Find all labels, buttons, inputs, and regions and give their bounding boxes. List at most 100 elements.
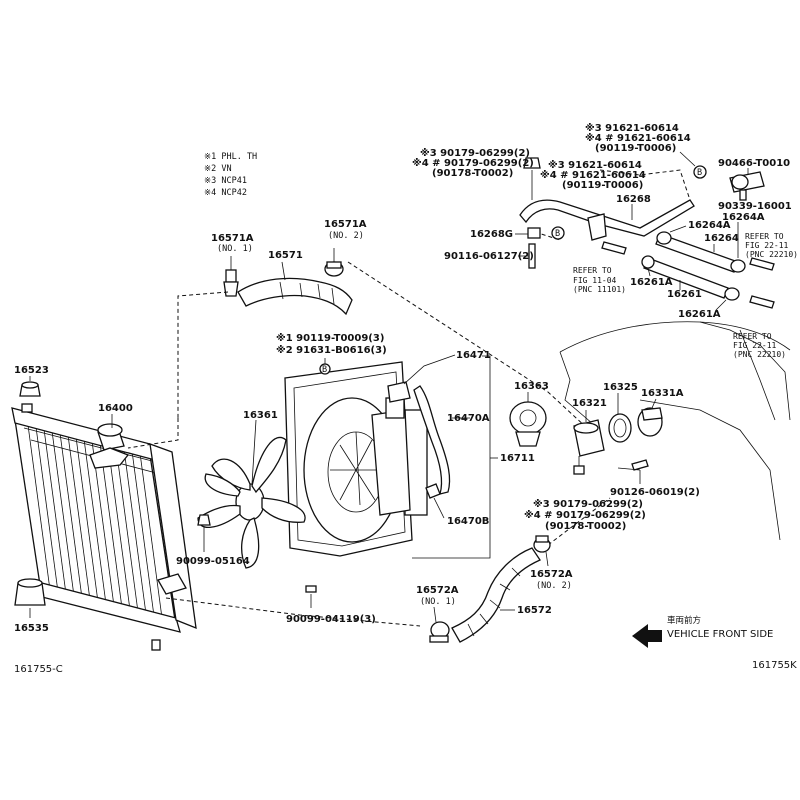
- part-16571A-no2[interactable]: 16571A (NO. 2): [324, 219, 367, 277]
- part-16535[interactable]: 16535: [14, 578, 49, 634]
- part-90126-06019[interactable]: 90126-06019(2): [610, 459, 700, 498]
- label-90466-T0010: 90466-T0010: [718, 158, 790, 169]
- part-16523[interactable]: 16523: [14, 365, 49, 397]
- ref-fig-22-11-a-3: (PNC 22210): [745, 250, 798, 259]
- direction-en: VEHICLE FRONT SIDE: [667, 629, 773, 640]
- label-16264A-top: 16264A: [688, 220, 731, 231]
- label-16572A-no1: 16572A: [416, 585, 459, 596]
- callout-mid-right-2: ※4 # 91621-60614: [540, 169, 646, 181]
- label-16268G: 16268G: [470, 229, 513, 240]
- legend-note-1: ※1 PHL. TH: [204, 152, 257, 162]
- callout-lower-1: ※3 90179-06299(2): [533, 498, 643, 510]
- label-16470A: 16470A: [447, 413, 490, 424]
- ref-fig-11-04[interactable]: REFER TO FIG 11-04 (PNC 11101): [573, 266, 626, 294]
- callout-top-left[interactable]: ※3 90179-06299(2) ※4 # 90179-06299(2) (9…: [412, 147, 534, 179]
- callout-top-left-3: (90178-T0002): [432, 168, 513, 179]
- part-bolt-near-16321[interactable]: [573, 456, 585, 475]
- part-16325[interactable]: 16325: [603, 382, 638, 443]
- ref-fig-22-11-b-2: FIG 22-11: [733, 341, 777, 350]
- legend-note-2: ※2 VN: [204, 164, 232, 174]
- callout-top-right[interactable]: ※3 91621-60614 ※4 # 91621-60614 (90119-T…: [585, 122, 696, 167]
- label-90339-16001: 90339-16001: [718, 201, 792, 212]
- ref-fig-11-04-2: FIG 11-04: [573, 276, 617, 285]
- callout-top-right-1: ※3 91621-60614: [585, 122, 679, 134]
- label-16400[interactable]: 16400: [98, 403, 133, 414]
- marker-b-top: B: [697, 168, 702, 178]
- part-16331A[interactable]: 16331A: [637, 388, 684, 437]
- marker-b-group[interactable]: B B: [551, 165, 707, 240]
- label-16572: 16572: [517, 605, 552, 616]
- label-16321: 16321: [572, 398, 607, 409]
- label-16361: 16361: [243, 410, 278, 421]
- label-16264: 16264: [704, 233, 739, 244]
- label-16572A-no2: 16572A: [530, 569, 573, 580]
- direction-jp: 車両前方: [667, 615, 701, 626]
- callout-mid-right[interactable]: ※3 91621-60614 ※4 # 91621-60614 (90119-T…: [540, 159, 646, 191]
- label-16261: 16261: [667, 289, 702, 300]
- label-16471: 16471: [456, 350, 491, 361]
- part-16572A-no2[interactable]: 16572A (NO. 2): [530, 535, 573, 591]
- label-16571A-no2: 16571A: [324, 219, 367, 230]
- ref-fig-22-11-a-2: FIG 22-11: [745, 241, 789, 250]
- label-16571: 16571: [268, 250, 303, 261]
- fan-shroud-16711[interactable]: [284, 361, 428, 557]
- part-16261A-top[interactable]: 16261A: [630, 255, 673, 288]
- callout-mid-right-1: ※3 91621-60614: [548, 159, 642, 171]
- part-16572A-no1[interactable]: 16572A (NO. 1): [416, 585, 459, 643]
- callout-fan-bolts[interactable]: ※1 90119-T0009(3) ※2 91631-B0616(3) B: [276, 332, 387, 375]
- label-16363: 16363: [514, 381, 549, 392]
- label-16535: 16535: [14, 623, 49, 634]
- part-16572[interactable]: 16572: [451, 547, 552, 643]
- label-90099-05164: 90099-05164: [176, 556, 250, 567]
- callout-fan-bolts-1: ※1 90119-T0009(3): [276, 332, 384, 344]
- label-16261A-bot: 16261A: [678, 309, 721, 320]
- part-16264A-mid[interactable]: 16264A: [722, 212, 765, 273]
- ref-fig-22-11-b-3: (PNC 22210): [733, 350, 786, 359]
- ref-fig-11-04-1: REFER TO: [573, 266, 612, 275]
- fan-16361[interactable]: 16361: [197, 410, 306, 569]
- part-16471[interactable]: 16471: [403, 350, 491, 385]
- legend-note-3: ※3 NCP41: [204, 176, 247, 186]
- ref-fig-22-11-b[interactable]: REFER TO FIG 22-11 (PNC 22210): [733, 332, 786, 359]
- legend-notes: ※1 PHL. TH ※2 VN ※3 NCP41 ※4 NCP42: [204, 152, 257, 198]
- part-16321[interactable]: 16321: [572, 398, 607, 457]
- label-group-16711[interactable]: 16711: [412, 355, 535, 559]
- radiator-assembly: [11, 403, 197, 651]
- part-16268G[interactable]: 16268G: [470, 227, 541, 240]
- part-90099-05164[interactable]: 90099-05164: [176, 514, 250, 567]
- callout-lower-2: ※4 # 90179-06299(2): [524, 509, 646, 521]
- part-16261A-bot[interactable]: 16261A: [678, 287, 740, 320]
- ref-fig-22-11-b-1: REFER TO: [733, 332, 772, 341]
- part-16363[interactable]: 16363: [509, 381, 549, 447]
- label-90126-06019: 90126-06019(2): [610, 487, 700, 498]
- label-16325: 16325: [603, 382, 638, 393]
- label-16331A: 16331A: [641, 388, 684, 399]
- ref-fig-22-11-a[interactable]: REFER TO FIG 22-11 (PNC 22210): [745, 232, 798, 259]
- callout-lower-3: (90178-T0002): [545, 521, 626, 532]
- figure-code-right: 161755K: [752, 660, 797, 671]
- label-90116-06127: 90116-06127(2): [444, 251, 534, 262]
- label-16711: 16711: [500, 453, 535, 464]
- part-90466-T0010[interactable]: 90466-T0010: [718, 158, 790, 193]
- callout-fan-bolts-2: ※2 91631-B0616(3): [276, 344, 387, 356]
- label-90099-04119: 90099-04119(3): [286, 614, 376, 625]
- part-90339-16001[interactable]: 90339-16001: [718, 189, 792, 212]
- label-16571A-no1: 16571A: [211, 233, 254, 244]
- part-16470B[interactable]: 16470B: [425, 483, 489, 527]
- callout-lower-clamps[interactable]: ※3 90179-06299(2) ※4 # 90179-06299(2) (9…: [524, 498, 646, 532]
- marker-b-mid: B: [555, 229, 560, 239]
- part-16264A-top[interactable]: 16264A: [656, 220, 731, 245]
- label-16264A-mid: 16264A: [722, 212, 765, 223]
- part-16571[interactable]: 16571: [237, 250, 353, 316]
- part-bolt-top[interactable]: [523, 157, 541, 200]
- part-90099-04119[interactable]: 90099-04119(3): [286, 585, 376, 625]
- ref-fig-11-04-3: (PNC 11101): [573, 285, 626, 294]
- label-16261A-top: 16261A: [630, 277, 673, 288]
- marker-b-fan: B: [322, 365, 327, 375]
- part-16268[interactable]: 16268: [519, 194, 695, 241]
- callout-top-right-2: ※4 # 91621-60614: [585, 132, 691, 144]
- part-90116-06127[interactable]: 90116-06127(2): [444, 243, 536, 269]
- label-16470B: 16470B: [447, 516, 489, 527]
